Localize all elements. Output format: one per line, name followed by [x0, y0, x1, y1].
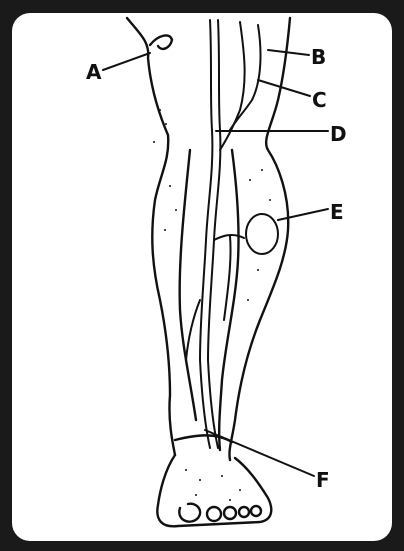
label-e: E	[330, 202, 344, 222]
label-f: F	[316, 470, 330, 490]
label-b: B	[311, 47, 326, 67]
label-a: A	[86, 62, 101, 82]
label-c: C	[312, 90, 327, 110]
paper-panel	[12, 13, 392, 541]
label-d: D	[330, 124, 347, 144]
